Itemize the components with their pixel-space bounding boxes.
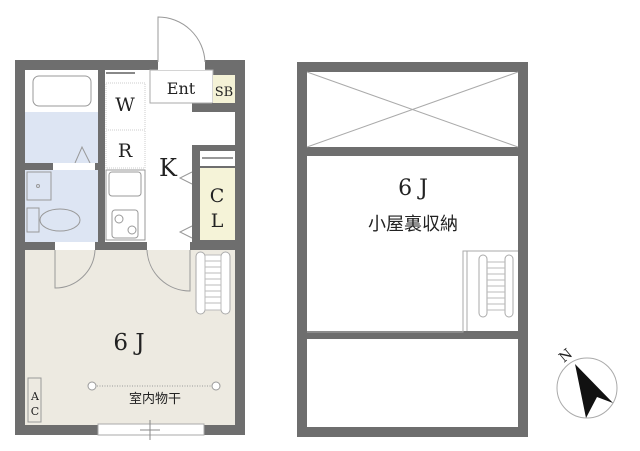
- drying-hook: [211, 381, 221, 391]
- stove: [111, 209, 139, 239]
- first-floor: Ent SB W R K C L 6 J 室内物干 A C: [15, 16, 245, 440]
- room-size-label: 6 J: [113, 330, 144, 356]
- toilet-door[interactable]: [54, 249, 96, 289]
- bathroom: [25, 112, 98, 163]
- loft-size-label: 6 J: [398, 176, 428, 201]
- loft-floor: 6 J 小屋裏収納: [297, 62, 528, 437]
- compass-icon: N: [556, 346, 618, 419]
- entrance-door[interactable]: [157, 16, 206, 63]
- toilet-room: [25, 170, 98, 242]
- lower-void: [307, 339, 518, 427]
- void-cross: [306, 71, 519, 148]
- entrance-label: Ent: [167, 79, 196, 98]
- loft-name-label: 小屋裏収納: [368, 214, 458, 235]
- washer-label: W: [115, 94, 135, 116]
- washbasin: [26, 171, 52, 201]
- bathtub: [32, 75, 92, 107]
- kitchen-door[interactable]: [146, 249, 191, 292]
- door-mark: [74, 145, 91, 164]
- toilet-tank: [26, 207, 40, 233]
- stairs: [195, 251, 231, 315]
- shoe-box-label: SB: [215, 85, 233, 100]
- stairs: [478, 254, 514, 318]
- counter: [105, 169, 146, 241]
- kitchen-label: K: [159, 154, 178, 182]
- fridge-label: R: [118, 140, 133, 162]
- washer-space: [105, 82, 146, 131]
- closet-label-c: C: [210, 185, 225, 207]
- air-conditioner: [27, 377, 42, 423]
- entrance: [149, 69, 214, 104]
- bathtub-area: [25, 70, 98, 112]
- ac-label-c: C: [31, 405, 39, 418]
- toilet-icon: [39, 208, 81, 232]
- ac-label-a: A: [30, 390, 40, 403]
- shoe-box: [213, 75, 235, 103]
- drying-label: 室内物干: [129, 391, 181, 407]
- sink: [108, 171, 142, 197]
- drying-hook: [87, 381, 97, 391]
- fridge-space: [105, 129, 146, 169]
- closet: [200, 168, 235, 240]
- closet-label-l: L: [211, 210, 224, 232]
